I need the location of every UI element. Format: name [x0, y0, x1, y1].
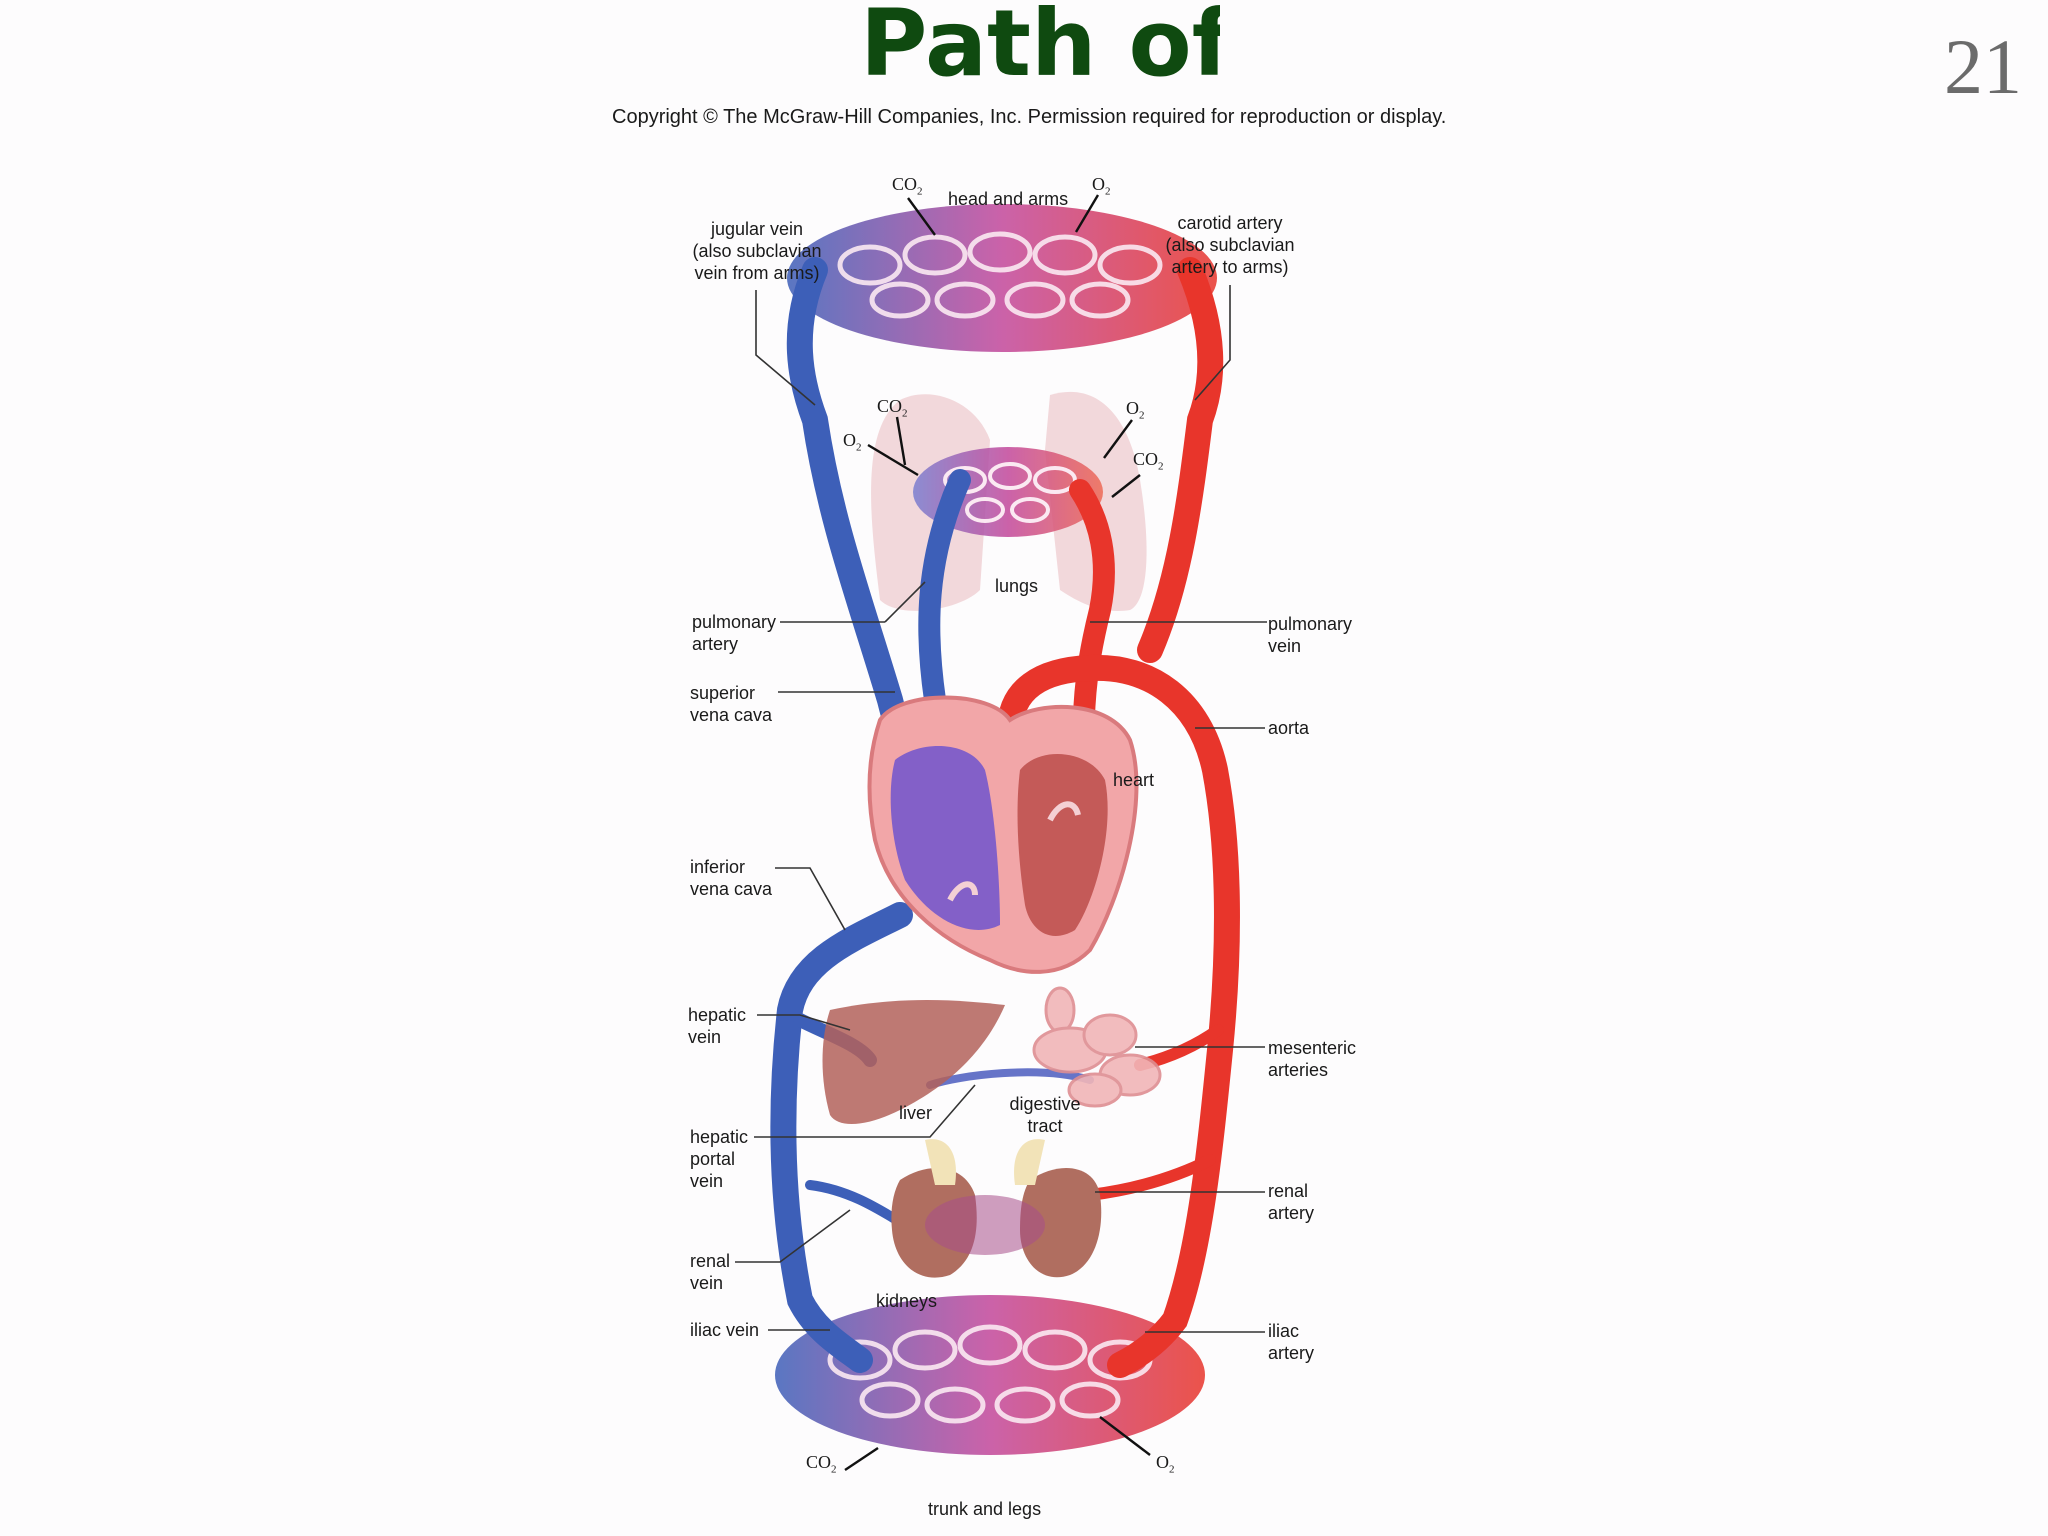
- label-superior-vena-cava: superior vena cava: [690, 683, 773, 725]
- label-heart: heart: [1113, 770, 1155, 790]
- label-pulmonary-vein: pulmonary vein: [1268, 614, 1353, 656]
- slide-number: 21: [1944, 23, 2022, 110]
- label-mesenteric-arteries: mesenteric arteries: [1268, 1038, 1357, 1080]
- label-jugular-vein: jugular vein (also subclavian vein from …: [692, 219, 822, 283]
- label-hepatic-portal-vein: hepatic portal vein: [690, 1127, 749, 1191]
- gas-o2-head: O2: [1092, 174, 1111, 198]
- kidneys: [891, 1139, 1102, 1278]
- leader-lines: [735, 285, 1267, 1333]
- label-kidneys: kidneys: [876, 1291, 938, 1311]
- label-aorta: aorta: [1268, 718, 1310, 738]
- label-liver: liver: [899, 1103, 933, 1123]
- label-lungs: lungs: [995, 576, 1039, 596]
- gas-arrows: [844, 194, 1151, 1471]
- gas-o2-trunk: O2: [1156, 1452, 1175, 1476]
- gas-o2-lung-left: O2: [843, 430, 862, 454]
- label-carotid-artery: carotid artery (also subclavian artery t…: [1165, 213, 1295, 277]
- slide-title: Path of Blood: [860, 0, 1220, 84]
- heart: [867, 695, 1139, 974]
- label-trunk-legs: trunk and legs: [928, 1499, 1042, 1519]
- label-pulmonary-artery: pulmonary artery: [692, 612, 777, 654]
- trunk-legs-capillary-bed: [775, 1295, 1205, 1455]
- label-renal-vein: renal vein: [690, 1251, 731, 1293]
- label-head-arms: head and arms: [948, 189, 1069, 209]
- label-iliac-vein: iliac vein: [690, 1320, 760, 1340]
- liver: [822, 1000, 1005, 1125]
- gas-co2-lung-right: CO2: [1133, 449, 1164, 473]
- label-renal-artery: renal artery: [1268, 1181, 1315, 1223]
- gas-co2-lung-left: CO2: [877, 396, 908, 420]
- gas-co2-head: CO2: [892, 174, 923, 198]
- label-hepatic-vein: hepatic vein: [688, 1005, 747, 1047]
- gas-co2-trunk: CO2: [806, 1452, 837, 1476]
- label-iliac-artery: iliac artery: [1268, 1321, 1315, 1363]
- digestive-tract: [1032, 986, 1162, 1108]
- head-arms-capillary-bed: [787, 204, 1217, 352]
- label-inferior-vena-cava: inferior vena cava: [690, 857, 773, 899]
- label-digestive-tract: digestive tract: [1009, 1094, 1081, 1136]
- copyright-notice: Copyright © The McGraw-Hill Companies, I…: [612, 106, 1447, 128]
- gas-o2-lung-right: O2: [1126, 398, 1145, 422]
